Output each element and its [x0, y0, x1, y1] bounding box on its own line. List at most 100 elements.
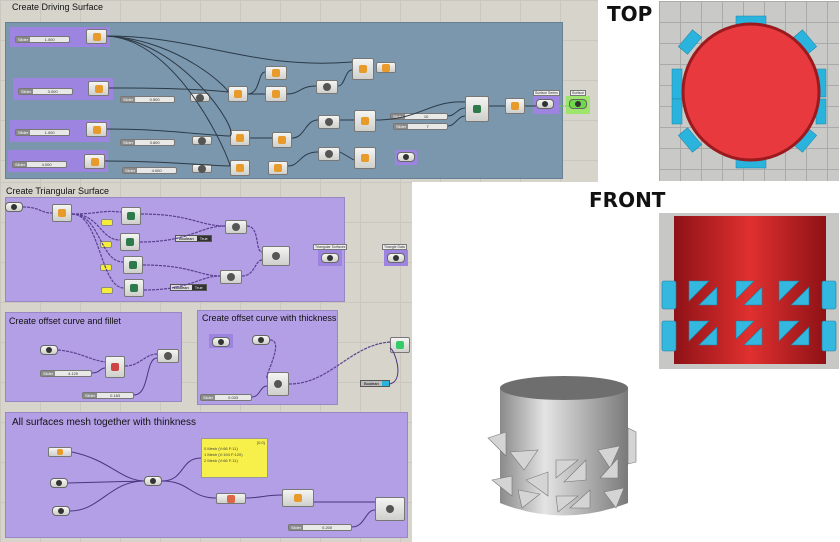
thick-curve-param[interactable] [252, 335, 270, 345]
loft-component[interactable] [465, 96, 489, 122]
colour-swatch[interactable]: Boolean [360, 380, 390, 387]
join-mesh-icon [294, 494, 302, 502]
sweep-2[interactable] [354, 110, 376, 132]
thicken-component[interactable] [267, 372, 289, 396]
circle-component-4[interactable] [84, 154, 105, 169]
scale-2[interactable] [265, 86, 287, 102]
surface-series-param-node[interactable] [536, 99, 554, 109]
offset-curve[interactable] [105, 356, 125, 378]
join-component[interactable] [505, 98, 525, 114]
circle-icon [92, 125, 101, 134]
line-icon [227, 273, 235, 281]
brep-param[interactable] [48, 447, 72, 457]
value-2[interactable] [100, 241, 112, 248]
tri-data-param[interactable] [387, 253, 405, 263]
fillet-component[interactable] [157, 349, 179, 363]
list-icon [126, 238, 134, 246]
geometry-icon [56, 480, 62, 486]
line-icon [232, 223, 240, 231]
loose-param[interactable] [397, 152, 415, 162]
divide-surface[interactable] [52, 204, 72, 222]
divide-icon [58, 209, 66, 217]
list-item-4[interactable] [124, 279, 144, 297]
front-view-model [661, 216, 837, 364]
surface-from-edges[interactable] [262, 246, 290, 266]
sweep-icon [359, 65, 367, 73]
circle-component-3[interactable] [86, 122, 107, 137]
curve-icon [258, 337, 264, 343]
function-icon [196, 93, 204, 102]
mesh-input-2[interactable] [50, 478, 68, 488]
value-3[interactable] [100, 264, 112, 271]
tri-input-param[interactable] [5, 202, 23, 212]
geometry-icon [58, 508, 64, 514]
scale-icon [272, 90, 280, 98]
surface-param[interactable] [569, 99, 587, 109]
mesh-thicken[interactable] [375, 497, 405, 521]
list-item-3[interactable] [123, 256, 143, 274]
line-tri-2[interactable] [220, 270, 242, 284]
sweep-1[interactable] [352, 58, 374, 80]
surface-icon [327, 255, 333, 261]
line-icon [325, 118, 333, 126]
list-item-1[interactable] [121, 207, 141, 225]
expression-3[interactable] [192, 164, 212, 173]
value-4[interactable] [101, 287, 113, 294]
top-view-model [671, 15, 827, 169]
line-2[interactable] [318, 115, 340, 129]
scale-icon [272, 69, 280, 77]
group-title-thickness: Create offset curve with thickness [202, 313, 337, 323]
edge-surface-icon [272, 252, 280, 260]
expression-1[interactable] [190, 93, 210, 102]
perspective-model [487, 376, 637, 516]
move-3[interactable] [230, 160, 250, 176]
line-1[interactable] [316, 80, 338, 94]
mesh-brep[interactable] [216, 493, 246, 504]
move-1[interactable] [228, 86, 248, 102]
thick-input-param[interactable] [212, 337, 230, 347]
line-tri-1[interactable] [225, 220, 247, 234]
mesh-input-3[interactable] [52, 506, 70, 516]
curve-icon [46, 347, 52, 353]
sweep-3[interactable] [354, 147, 376, 169]
move-icon [236, 164, 244, 172]
join-icon [511, 102, 519, 110]
tri-surfaces-param[interactable] [321, 253, 339, 263]
surface-label: Surface [570, 90, 587, 96]
group-title-triangular: Create Triangular Surface [6, 186, 110, 196]
circle-icon [94, 84, 103, 93]
expression-2[interactable] [192, 136, 212, 145]
circle-component-1[interactable] [86, 29, 107, 44]
preview-component[interactable] [390, 337, 410, 353]
group-title-fillet: Create offset curve and fillet [9, 316, 121, 326]
sweep-icon [361, 117, 369, 125]
circle-component-2[interactable] [88, 81, 109, 96]
scale-1[interactable] [265, 66, 287, 80]
scale-4[interactable] [268, 161, 288, 175]
scale-3[interactable] [272, 132, 292, 148]
move-2[interactable] [230, 130, 250, 146]
mesh-join[interactable] [282, 489, 314, 507]
merge-param[interactable] [144, 476, 162, 486]
list-item-2[interactable] [120, 233, 140, 251]
output-panel[interactable]: {0;0} 0 Mesh (V:66 F:11) 1 Mesh (V:194 F… [201, 438, 268, 478]
fillet-input-param[interactable] [40, 345, 58, 355]
brep-output[interactable] [376, 62, 396, 73]
value-1[interactable] [101, 219, 113, 226]
line-3[interactable] [318, 147, 340, 161]
